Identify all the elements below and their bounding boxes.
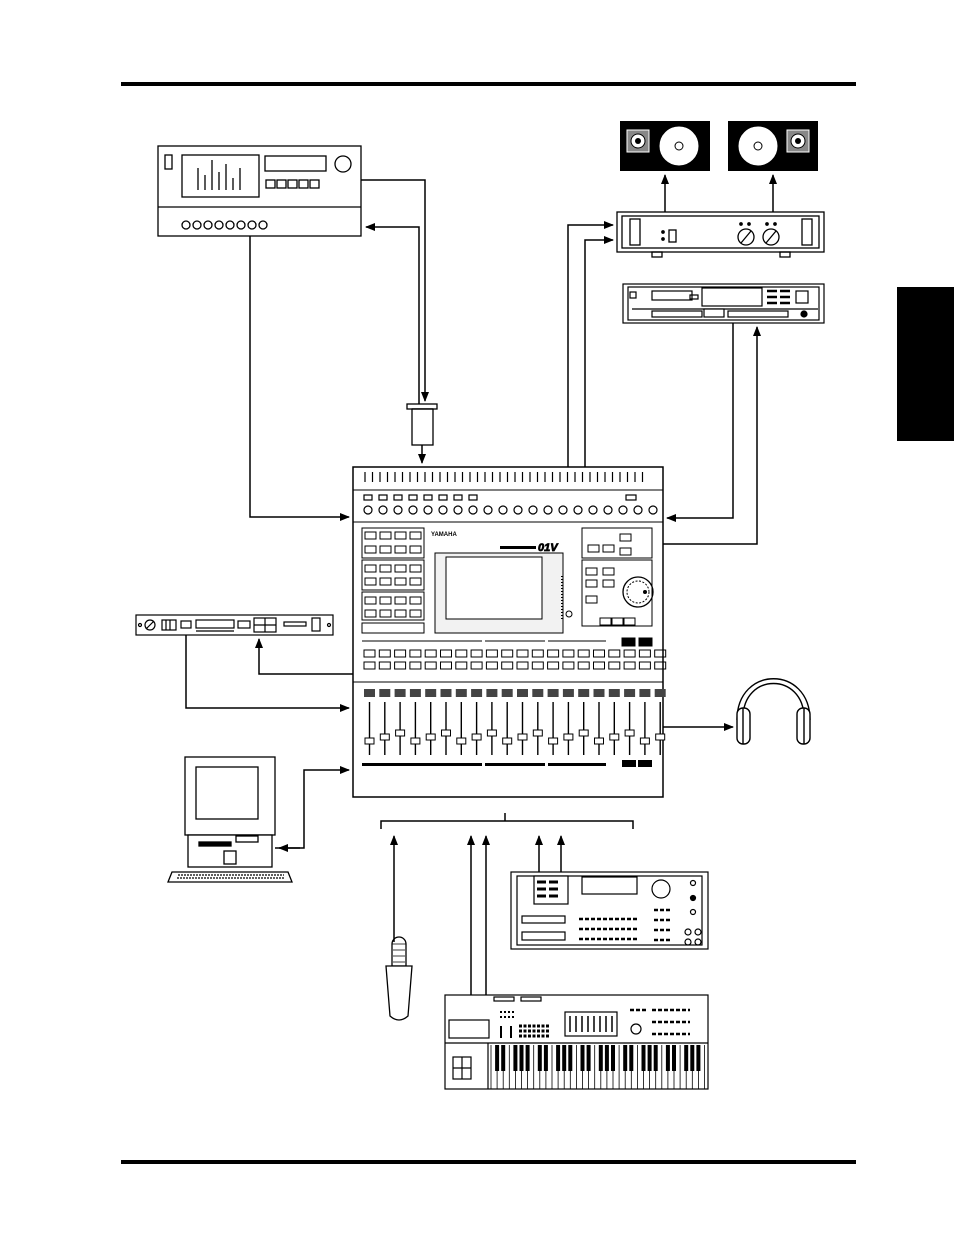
speaker-icon xyxy=(728,121,818,171)
side-tab xyxy=(897,287,954,441)
connector-icon xyxy=(407,404,437,445)
sampler-icon xyxy=(511,872,708,949)
console-model: 01V xyxy=(538,542,559,554)
speaker-icon xyxy=(620,121,710,171)
power-amplifier-icon xyxy=(617,212,824,257)
synthesizer-keyboard-icon xyxy=(445,995,708,1089)
dat-recorder-icon xyxy=(623,284,824,323)
footer-rule xyxy=(121,1160,856,1164)
microphone-icon xyxy=(386,937,412,1020)
header-rule xyxy=(121,82,856,86)
console-brand: YAMAHA xyxy=(431,532,457,538)
mixing-console: YAMAHA 01V xyxy=(353,467,666,797)
computer-icon xyxy=(168,757,292,882)
tape-recorder-icon xyxy=(158,146,361,236)
headphones-icon xyxy=(737,679,810,744)
effects-processor-icon xyxy=(136,615,333,635)
